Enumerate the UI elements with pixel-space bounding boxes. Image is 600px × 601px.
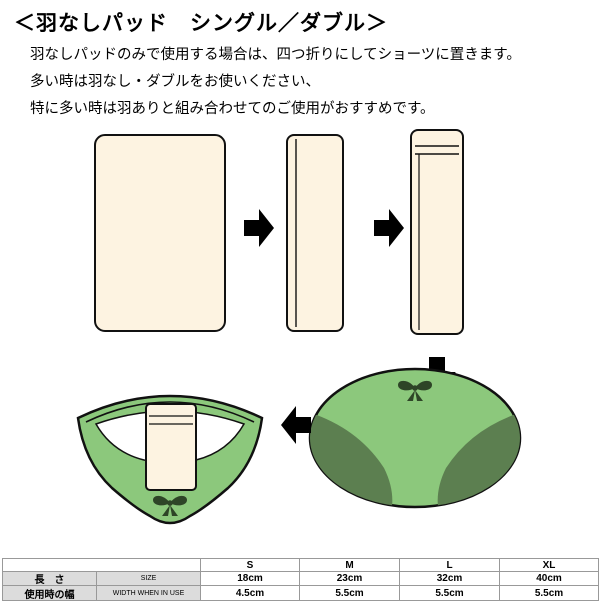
table-cell-width-xl: 5.5cm	[500, 586, 599, 601]
row-label-length-en: SIZE	[97, 572, 201, 586]
row-label-width-en: WIDTH WHEN IN USE	[97, 586, 201, 601]
arrow-right-icon	[374, 209, 404, 247]
column-header-xl: XL	[500, 559, 599, 572]
arrow-left-icon	[281, 406, 311, 444]
shorts-back-view	[308, 367, 522, 509]
column-header-m: M	[300, 559, 400, 572]
pad-placed-shape	[145, 403, 197, 491]
arrow-right-icon	[244, 209, 274, 247]
shorts-front-view-with-pad	[76, 394, 264, 525]
waistband-line	[85, 401, 255, 423]
row-label-width-jp: 使用時の幅	[3, 586, 97, 601]
pad-placed-in-shorts	[145, 403, 197, 491]
table-cell-width-m: 5.5cm	[300, 586, 400, 601]
table-cell-length-l: 32cm	[400, 572, 500, 586]
size-table: S M L XL 長 さ SIZE 18cm 23cm 32cm 40cm 使用…	[2, 558, 599, 601]
table-cell-length-xl: 40cm	[500, 572, 599, 586]
instruction-line: 多い時は羽なし・ダブルをお使いください、	[30, 74, 320, 90]
pad-folded-in-quarters	[410, 129, 464, 335]
instructions-block: 羽なしパッドのみで使用する場合は、四つ折りにしてショーツに置きます。 多い時は羽…	[30, 42, 592, 123]
folding-diagram	[76, 129, 522, 525]
pad-folded-in-quarters-shape	[410, 129, 464, 335]
column-header-l: L	[400, 559, 500, 572]
table-cell-width-s: 4.5cm	[201, 586, 300, 601]
column-header-s: S	[201, 559, 300, 572]
table-cell-width-l: 5.5cm	[400, 586, 500, 601]
pad-folded-in-half-shape	[286, 134, 344, 332]
table-corner-cell	[3, 559, 201, 572]
pad-unfolded	[94, 134, 226, 332]
table-cell-length-s: 18cm	[201, 572, 300, 586]
instruction-line: 羽なしパッドのみで使用する場合は、四つ折りにしてショーツに置きます。	[30, 47, 521, 63]
instruction-line: 特に多い時は羽ありと組み合わせてのご使用がおすすめです。	[30, 101, 435, 117]
table-cell-length-m: 23cm	[300, 572, 400, 586]
page-title: ＜羽なしパッド シングル／ダブル＞	[14, 12, 388, 35]
pad-folded-in-half	[286, 134, 344, 332]
row-label-length-jp: 長 さ	[3, 572, 97, 586]
